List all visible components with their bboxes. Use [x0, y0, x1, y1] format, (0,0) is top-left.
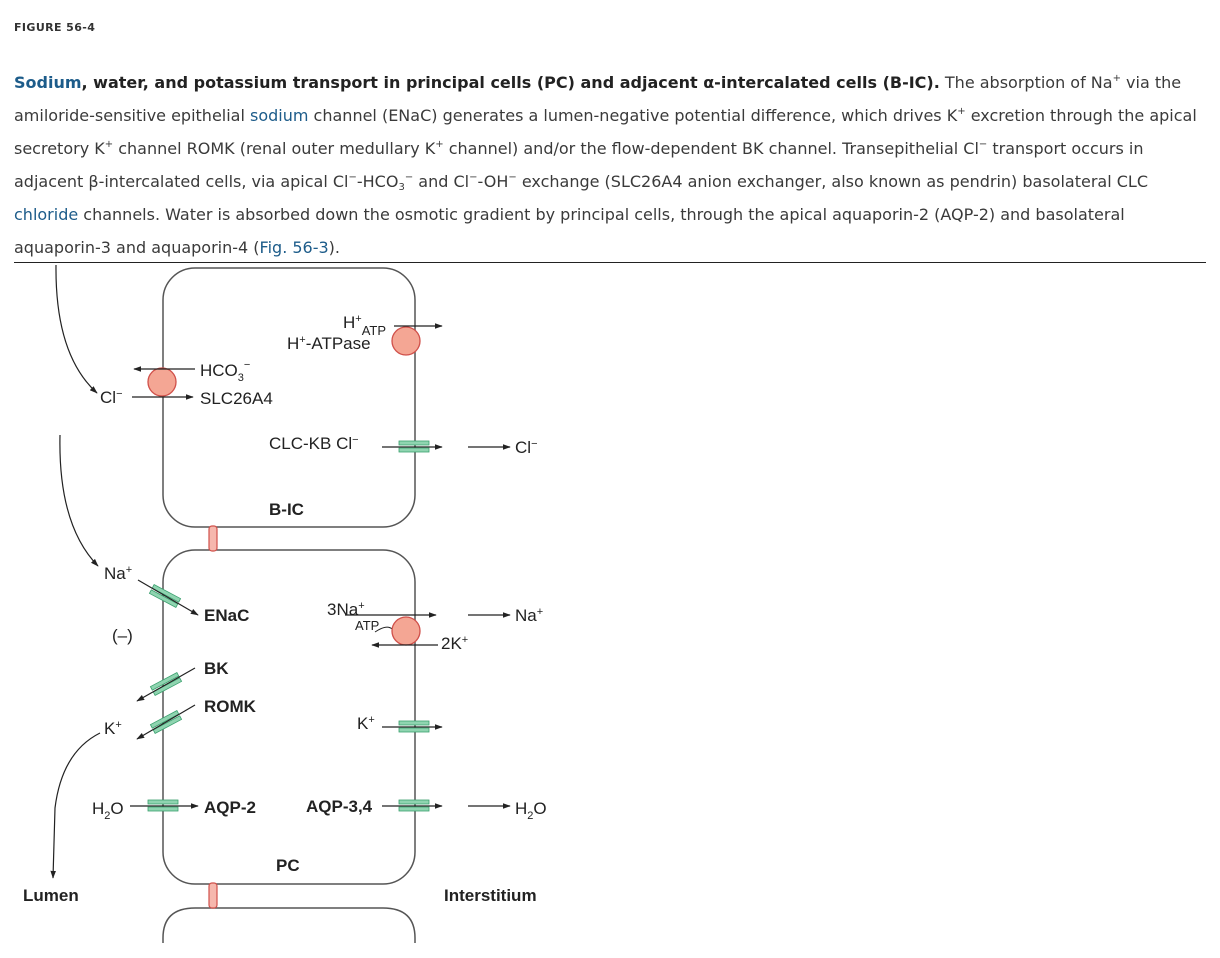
- aqp2-channel-icon: [147, 799, 179, 812]
- caption-text: and Cl: [413, 172, 470, 191]
- na-k-atp-label: ATP: [355, 618, 379, 633]
- romk-flux-arrow: [136, 704, 196, 740]
- caption-text: -OH: [477, 172, 509, 191]
- superscript: +: [104, 139, 114, 150]
- slc26a4-exchanger-icon: [147, 367, 177, 397]
- na-k-atpase-pump-icon: [391, 616, 421, 646]
- h2o-lumen-label: H2O: [92, 799, 124, 822]
- caption-text: ).: [328, 238, 340, 257]
- h-atpase-label: H+-ATPase: [287, 334, 371, 353]
- caption-link-sodium-title[interactable]: Sodium: [14, 73, 82, 92]
- aqp34-label: AQP-3,4: [306, 797, 373, 816]
- pc-cell-membrane: [162, 549, 416, 885]
- caption-divider: [14, 262, 1206, 263]
- caption-text: channel) and/or the flow-dependent BK ch…: [443, 139, 979, 158]
- aqp34-channel-icon: [398, 799, 430, 812]
- enac-channel-icon: [148, 584, 182, 608]
- k-basolateral-channel-icon: [398, 720, 430, 733]
- tight-junction-upper: [208, 525, 218, 552]
- 2k-label: 2K+: [441, 634, 468, 653]
- caption-link-figure[interactable]: Fig. 56-3: [259, 238, 329, 257]
- hco3-label: HCO3−: [200, 359, 250, 384]
- caption-title: , water, and potassium transport in prin…: [81, 73, 940, 92]
- interstitium-label: Interstitium: [444, 886, 537, 905]
- lumen-flow-arrow: [50, 732, 101, 879]
- caption-text: -HCO: [356, 172, 399, 191]
- enac-flux-arrow: [137, 579, 199, 616]
- bk-label: BK: [204, 659, 229, 678]
- bk-channel-icon: [149, 672, 183, 696]
- romk-channel-icon: [149, 710, 183, 734]
- k-lumen-label: K+: [104, 719, 122, 738]
- clc-kb-label: CLC-KB Cl−: [269, 434, 359, 453]
- superscript: −: [348, 172, 357, 183]
- subscript: 3: [398, 182, 405, 193]
- caption-link-chloride[interactable]: chloride: [14, 205, 79, 224]
- caption-text: channels. Water is absorbed down the osm…: [14, 205, 1125, 257]
- superscript: −: [404, 172, 414, 183]
- tight-junction-lower: [208, 882, 218, 909]
- superscript: +: [1112, 73, 1121, 84]
- atp-arrow: [374, 626, 393, 633]
- caption-text: channel (ENaC) generates a lumen-negativ…: [308, 106, 958, 125]
- caption-text: transport occurs in adjacent β-intercala…: [14, 139, 1144, 191]
- lumen-flow-arrow: [59, 434, 99, 567]
- lumen-flow-arrow: [55, 264, 98, 394]
- superscript: −: [978, 139, 988, 150]
- caption-text: excretion through the apical secretory K: [14, 106, 1197, 158]
- caption-text: via the amiloride-sensitive epithelial: [14, 73, 1182, 125]
- caption-text: The absorption of Na: [939, 73, 1113, 92]
- superscript: +: [435, 139, 444, 150]
- clc-kb-channel-icon: [398, 440, 430, 453]
- 3na-label: 3Na+: [327, 600, 365, 619]
- superscript: −: [469, 172, 478, 183]
- caption-text: exchange (SLC26A4 anion exchanger, also …: [516, 172, 1148, 191]
- romk-label: ROMK: [204, 697, 257, 716]
- h2o-interstitium-label: H2O: [515, 799, 547, 822]
- lumen-label: Lumen: [23, 886, 79, 905]
- cl-lumen-label: Cl−: [100, 388, 123, 407]
- bic-cell-label: B-IC: [269, 500, 304, 519]
- figure-label: FIGURE 56-4: [14, 21, 96, 34]
- h-atpase-pump-icon: [391, 326, 421, 356]
- caption-text: channel ROMK (renal outer medullary K: [113, 139, 436, 158]
- cl-interstitium-label: Cl−: [515, 438, 538, 457]
- superscript: −: [508, 172, 517, 183]
- enac-label: ENaC: [204, 606, 249, 625]
- na-lumen-label: Na+: [104, 564, 132, 583]
- figure-caption: Sodium, water, and potassium transport i…: [14, 66, 1206, 264]
- hplus-atp-label: H+ATP: [343, 313, 386, 338]
- lumen-negative-label: (–): [112, 626, 133, 645]
- na-interstitium-label: Na+: [515, 606, 543, 625]
- bk-flux-arrow: [136, 667, 196, 702]
- next-cell-membrane: [162, 907, 416, 943]
- aqp2-label: AQP-2: [204, 798, 256, 817]
- superscript: +: [957, 106, 966, 117]
- k-basolateral-label: K+: [357, 714, 375, 733]
- slc26a4-label: SLC26A4: [200, 389, 273, 408]
- pc-cell-label: PC: [276, 856, 300, 875]
- caption-link-sodium[interactable]: sodium: [250, 106, 309, 125]
